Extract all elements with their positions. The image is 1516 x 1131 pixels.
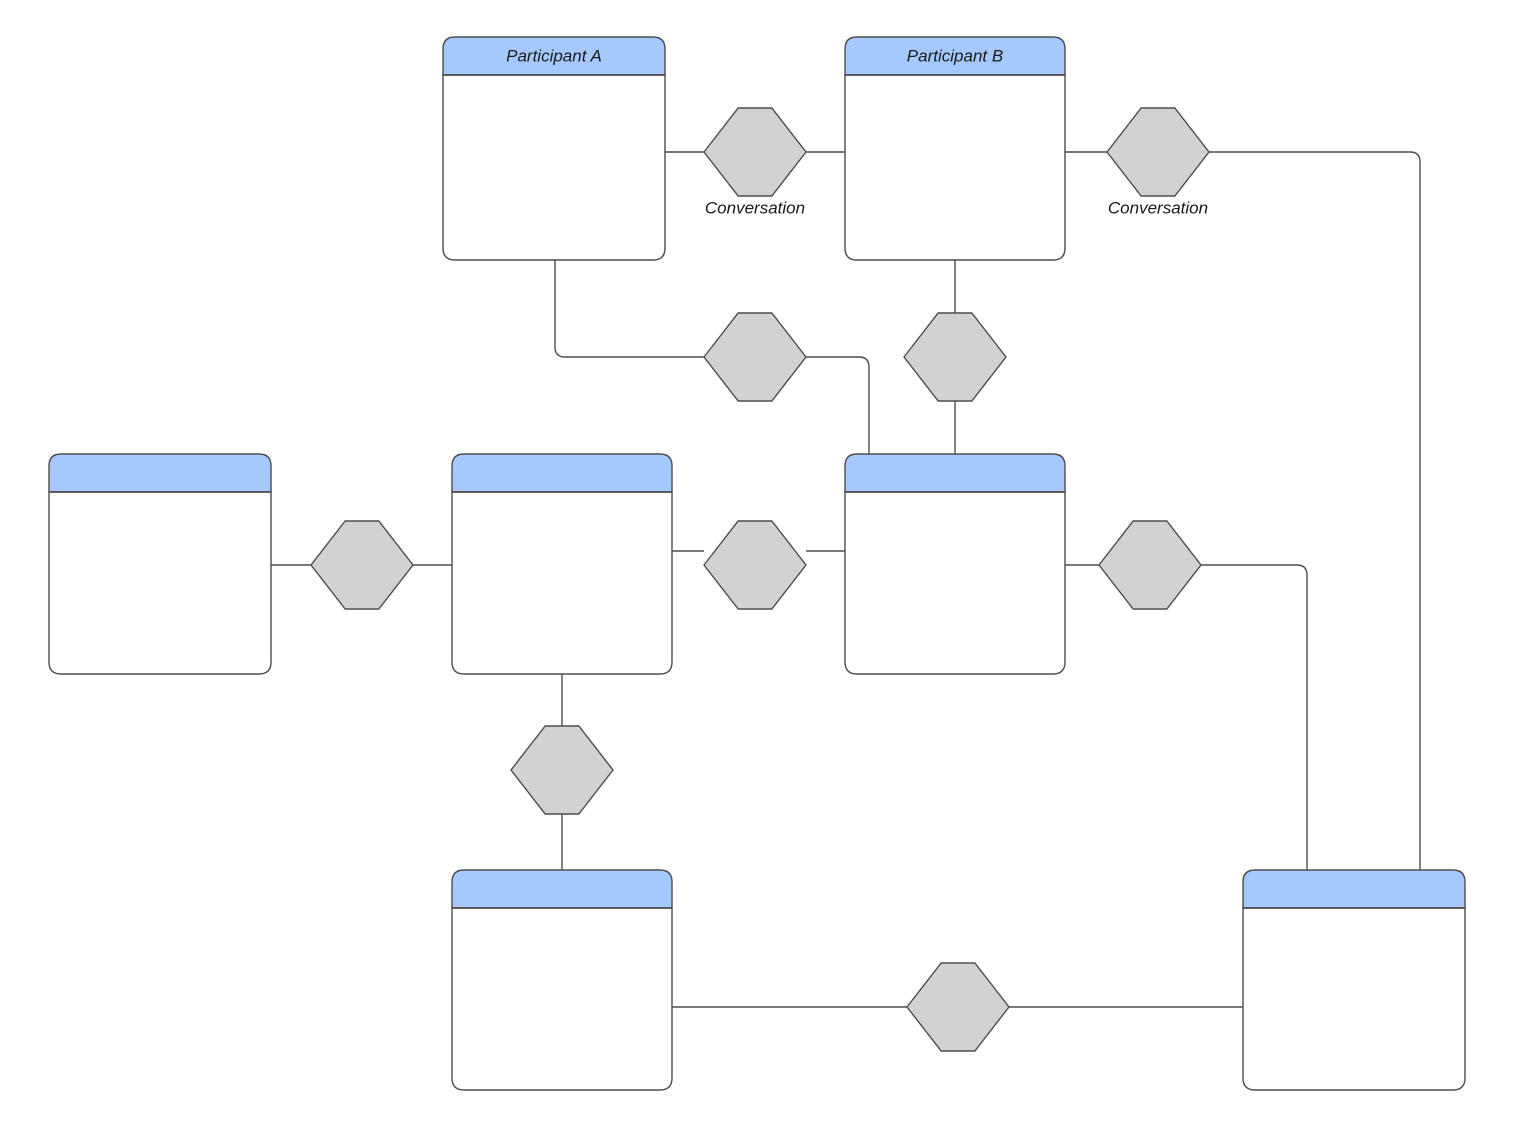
relationship-rel-center-middle-to-bottom-center[interactable]	[510, 725, 614, 815]
relationship-rel-right-middle-to-bottom-right[interactable]	[1098, 520, 1202, 610]
entity-body[interactable]	[844, 74, 1066, 261]
entity-header[interactable]	[844, 36, 1066, 76]
relationship-rel-conversation-b-right[interactable]: Conversation	[1106, 107, 1210, 217]
entity-body[interactable]	[48, 491, 272, 675]
relationship-rel-a-to-right-middle[interactable]	[703, 312, 807, 402]
relationship-label: Conversation	[1108, 198, 1208, 217]
relationship-hexagon[interactable]	[510, 725, 614, 815]
entity-participant-a[interactable]: Participant A	[442, 36, 666, 261]
entity-body[interactable]	[451, 491, 673, 675]
entity-body[interactable]	[844, 491, 1066, 675]
relationship-hexagon[interactable]	[703, 107, 807, 197]
entity-header[interactable]	[451, 869, 673, 909]
relationship-rel-bottom-center-to-bottom-right[interactable]	[906, 962, 1010, 1052]
entity-entity-right-middle[interactable]	[844, 453, 1066, 675]
entity-entity-left-middle[interactable]	[48, 453, 272, 675]
entity-header[interactable]	[451, 453, 673, 493]
relationship-rel-left-to-center-middle[interactable]	[310, 520, 414, 610]
relationship-hexagon[interactable]	[310, 520, 414, 610]
conn-hex-right-to-bottom-right	[1209, 151, 1421, 870]
entity-entity-bottom-right[interactable]	[1242, 869, 1466, 1091]
entity-title: Participant A	[506, 46, 602, 65]
relationship-rel-center-to-right-middle[interactable]	[703, 520, 807, 610]
entity-layer: Participant A Participant B	[48, 36, 1466, 1091]
relationship-label: Conversation	[705, 198, 805, 217]
relationship-hexagon[interactable]	[903, 312, 1007, 402]
relationship-hexagon[interactable]	[703, 520, 807, 610]
relationship-hexagon[interactable]	[703, 312, 807, 402]
conn-hex-right-down-to-bottom-right	[1201, 564, 1308, 870]
entity-title: Participant B	[907, 46, 1003, 65]
entity-header[interactable]	[1242, 869, 1466, 909]
entity-header[interactable]	[442, 36, 666, 76]
entity-body[interactable]	[442, 74, 666, 261]
relationship-rel-b-to-right-middle[interactable]	[903, 312, 1007, 402]
entity-body[interactable]	[1242, 907, 1466, 1091]
relationship-hexagon[interactable]	[1098, 520, 1202, 610]
entity-entity-bottom-center[interactable]	[451, 869, 673, 1091]
relationship-hexagon[interactable]	[906, 962, 1010, 1052]
entity-participant-b[interactable]: Participant B	[844, 36, 1066, 261]
entity-body[interactable]	[451, 907, 673, 1091]
connector-layer	[271, 151, 1421, 1008]
conn-hex-to-right-middle-top-left	[806, 356, 870, 454]
conn-a-bottom-down-to-hex	[554, 260, 704, 358]
entity-header[interactable]	[844, 453, 1066, 493]
relationship-layer: Conversation Conversation	[310, 107, 1210, 1052]
entity-header[interactable]	[48, 453, 272, 493]
relationship-hexagon[interactable]	[1106, 107, 1210, 197]
entity-entity-center-middle[interactable]	[451, 453, 673, 675]
relationship-rel-conversation-ab[interactable]: Conversation	[703, 107, 807, 217]
